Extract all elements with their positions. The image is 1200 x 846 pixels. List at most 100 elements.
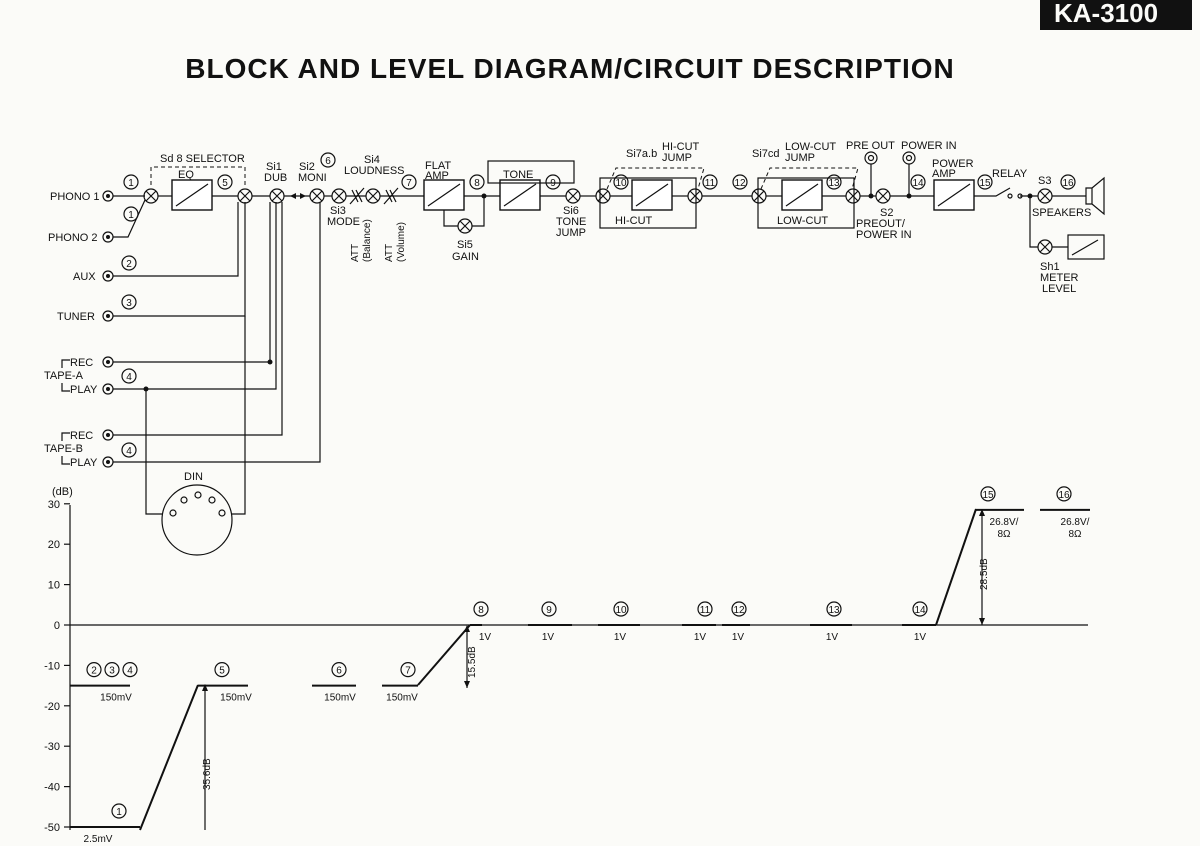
svg-text:TONE: TONE (503, 169, 533, 181)
level-value-label: 1V (826, 632, 839, 643)
svg-text:Si5: Si5 (457, 239, 473, 251)
svg-text:POWER: POWER (932, 158, 974, 170)
din-label: DIN (184, 471, 203, 483)
eq-block: EQ (171, 169, 213, 211)
level-node-label: 8 (478, 605, 484, 616)
level-value-label: 8Ω (1068, 529, 1082, 540)
svg-text:LOW-CUT: LOW-CUT (785, 141, 836, 153)
svg-text:JUMP: JUMP (662, 152, 692, 164)
level-node-marker (697, 601, 713, 617)
input-aux-label: AUX (73, 271, 96, 283)
svg-text:PREOUT/: PREOUT/ (856, 218, 906, 230)
level-value-label: 8Ω (997, 529, 1011, 540)
level-node-marker (731, 601, 747, 617)
level-node-label: 15 (982, 490, 994, 501)
gain-label-2: 15.5dB (467, 646, 478, 678)
level-value-label: 1V (694, 632, 707, 643)
level-node-label: 5 (219, 666, 225, 677)
svg-text:SPEAKERS: SPEAKERS (1032, 207, 1091, 219)
svg-text:HI-CUT: HI-CUT (662, 141, 700, 153)
level-value-label: 150mV (324, 693, 356, 704)
level-node-marker (214, 661, 230, 678)
level-node-marker (111, 803, 127, 819)
level-node-label: 2 (91, 666, 97, 677)
y-tick-label: -30 (44, 741, 60, 753)
level-value-label: 1V (614, 632, 627, 643)
level-node-marker (1056, 486, 1072, 502)
block-node-markers: 1 1 2 3 4 4 5 6 7 8 9 10 11 12 13 14 15 … (121, 152, 1076, 458)
svg-text:16: 16 (1062, 178, 1074, 189)
page-title: BLOCK AND LEVEL DIAGRAM/CIRCUIT DESCRIPT… (185, 53, 954, 84)
level-value-label: 1V (542, 632, 555, 643)
svg-text:Si6: Si6 (563, 205, 579, 217)
level-node-label: 12 (733, 605, 745, 616)
svg-text:Sd 8 SELECTOR: Sd 8 SELECTOR (160, 153, 245, 165)
svg-text:Si3: Si3 (330, 205, 346, 217)
svg-text:Si1: Si1 (266, 161, 282, 173)
level-node-marker (541, 601, 557, 617)
svg-text:1: 1 (128, 210, 134, 221)
y-tick-label: -50 (44, 822, 60, 834)
gain-label-3: 28.5dB (979, 558, 990, 590)
rise-14-to-15 (935, 508, 977, 626)
svg-text:EQ: EQ (178, 169, 194, 181)
svg-text:FLAT: FLAT (425, 160, 451, 172)
input-phono1-label: PHONO 1 (50, 191, 100, 203)
level-node-label: 10 (615, 605, 627, 616)
svg-text:Si7a.b: Si7a.b (626, 148, 657, 160)
level-node-marker (104, 661, 120, 678)
svg-text:10: 10 (615, 178, 627, 189)
level-node-label: 4 (127, 666, 133, 677)
svg-text:RELAY: RELAY (992, 168, 1028, 180)
gain-label-1: 35.6dB (202, 758, 213, 790)
svg-text:POWER IN: POWER IN (901, 140, 957, 152)
y-tick-label: 30 (48, 499, 60, 511)
level-node-marker (980, 486, 996, 502)
corner-tab (1040, 0, 1192, 30)
svg-text:S2: S2 (880, 207, 893, 219)
svg-text:15: 15 (979, 178, 991, 189)
tape-a-rec-label: REC (70, 357, 93, 369)
level-value-label: 150mV (100, 693, 132, 704)
level-node-marker (86, 661, 102, 678)
tape-b-label: TAPE-B (44, 443, 83, 455)
tape-a-label: TAPE-A (44, 370, 84, 382)
rise-1-to-5 (139, 684, 199, 831)
input-phono2-label: PHONO 2 (48, 232, 98, 244)
tape-a-play-label: PLAY (70, 384, 98, 396)
level-node-marker (400, 661, 416, 678)
svg-text:1: 1 (128, 178, 134, 189)
svg-text:4: 4 (126, 372, 132, 383)
rise-7-to-8 (417, 624, 471, 686)
y-tick-label: 20 (48, 539, 60, 551)
svg-text:AMP: AMP (425, 170, 449, 182)
svg-text:11: 11 (705, 178, 716, 189)
tape-b-play-label: PLAY (70, 457, 98, 469)
level-node-label: 7 (405, 666, 411, 677)
level-node-label: 6 (336, 666, 342, 677)
x-switches (143, 188, 1053, 255)
level-value-label: 2.5mV (84, 834, 113, 845)
level-node-marker (331, 661, 347, 678)
level-value-label: 150mV (220, 693, 252, 704)
svg-text:LOUDNESS: LOUDNESS (344, 165, 405, 177)
svg-text:DUB: DUB (264, 172, 287, 184)
svg-text:2: 2 (126, 259, 132, 270)
svg-text:5: 5 (222, 178, 228, 189)
y-tick-label: -40 (44, 782, 60, 794)
svg-text:METER: METER (1040, 272, 1079, 284)
level-value-label: 26.8V/ (990, 517, 1019, 528)
level-node-label: 1 (116, 807, 122, 818)
svg-text:LEVEL: LEVEL (1042, 283, 1076, 295)
level-node-marker (912, 601, 928, 617)
tone-block: TONE (487, 160, 575, 211)
svg-text:3: 3 (126, 298, 132, 309)
level-value-label: 150mV (386, 693, 418, 704)
y-tick-label: 0 (54, 620, 60, 632)
svg-text:Si7cd: Si7cd (752, 148, 780, 160)
input-tuner-label: TUNER (57, 311, 95, 323)
svg-text:MONI: MONI (298, 172, 327, 184)
